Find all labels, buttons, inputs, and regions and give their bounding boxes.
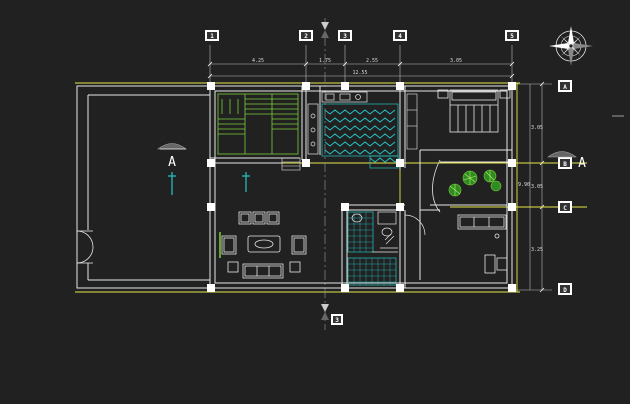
grid-bubble-top-5[interactable]: 5 xyxy=(505,30,519,41)
grid-label-bottom: 3 xyxy=(335,317,339,324)
dim-right-1: 3.05 xyxy=(531,125,543,131)
dim-right-2: 3.05 xyxy=(531,184,543,190)
dim-right-total: 9.90 xyxy=(518,182,530,188)
cyan-fixture-marks xyxy=(168,172,250,195)
grid-label-top-4: 4 xyxy=(398,33,402,40)
section-arrow-icon xyxy=(157,143,187,150)
grid-bubble-top-2[interactable]: 2 xyxy=(299,30,313,41)
dim-right-3: 3.25 xyxy=(531,247,543,253)
section-marker-left[interactable]: A xyxy=(157,143,187,171)
sofa-right xyxy=(457,214,508,274)
top-dimension-ticks xyxy=(207,61,515,79)
bedroom-wardrobe xyxy=(406,93,418,150)
grid-label-right-3: C xyxy=(563,205,567,212)
grid-bubble-top-1[interactable]: 1 xyxy=(205,30,219,41)
top-dimension-chain xyxy=(209,45,513,86)
section-arrow-icon-right xyxy=(547,151,577,158)
north-arrow-compass-icon[interactable] xyxy=(549,26,593,66)
door-swing-right xyxy=(404,214,426,236)
grid-label-top-5: 5 xyxy=(510,33,514,40)
grid-bubble-top-4[interactable]: 4 xyxy=(393,30,407,41)
grid-label-right-4: D xyxy=(563,287,567,294)
hall-steps xyxy=(281,157,301,171)
dim-top-1: 4.25 xyxy=(252,58,264,64)
axis-arrow-bottom-icon xyxy=(321,304,329,320)
bed xyxy=(437,89,511,133)
grid-bubble-right-1[interactable]: A xyxy=(558,80,572,92)
section-marker-right[interactable]: A xyxy=(547,151,586,172)
grid-label-right-2: B xyxy=(563,161,567,168)
bathroom xyxy=(347,211,398,286)
porch-door xyxy=(76,230,94,264)
grid-bubble-bottom[interactable]: 3 xyxy=(331,314,343,325)
grid-bubble-top-3[interactable]: 3 xyxy=(338,30,352,41)
plants xyxy=(448,169,502,197)
grid-bubble-right-4[interactable]: D xyxy=(558,283,572,295)
grid-label-top-1: 1 xyxy=(210,33,214,40)
staircase xyxy=(217,93,299,155)
structural-columns xyxy=(207,82,516,292)
dim-top-3: 2.55 xyxy=(366,58,378,64)
grid-label-top-3: 3 xyxy=(343,33,347,40)
kitchen-counter xyxy=(307,91,368,155)
grid-bubble-right-2[interactable]: B xyxy=(558,157,572,169)
axis-arrow-top-icon xyxy=(321,22,329,38)
dim-top-total: 12.55 xyxy=(352,70,367,76)
terrace-curve-wall xyxy=(432,159,441,213)
yellow-boundary-lines xyxy=(75,82,587,293)
kitchen-tile-floor xyxy=(321,103,401,169)
grid-label-top-2: 2 xyxy=(304,33,308,40)
grid-label-right-1: A xyxy=(563,84,567,91)
dim-top-4: 3.05 xyxy=(450,58,462,64)
exterior-walls xyxy=(76,85,513,289)
grid-bubble-right-3[interactable]: C xyxy=(558,201,572,213)
section-label-left: A xyxy=(168,155,176,170)
living-room-furniture xyxy=(221,211,307,279)
section-label-right: A xyxy=(578,156,586,171)
